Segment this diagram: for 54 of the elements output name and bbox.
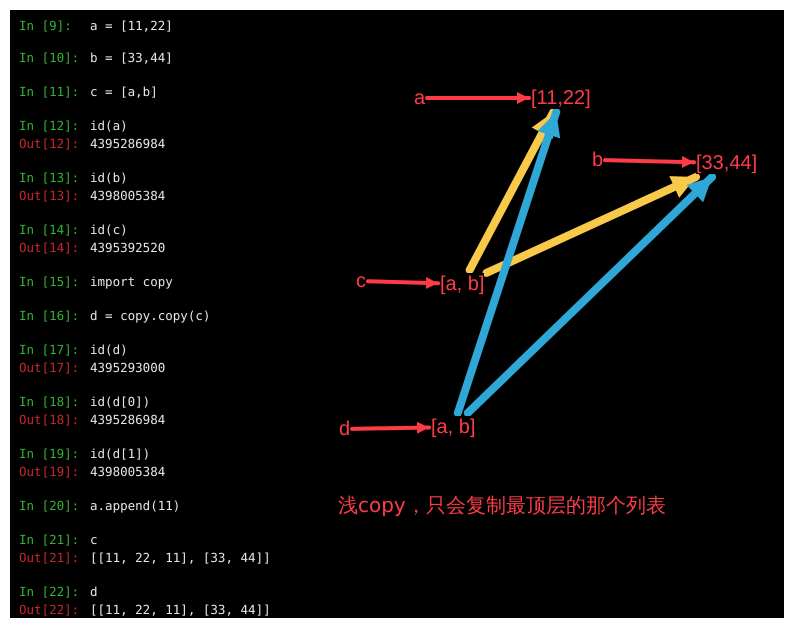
output-prompt: Out[21]:: [19, 550, 80, 565]
code-line: c = [a,b]: [90, 84, 158, 99]
input-prompt: In [19]:: [19, 446, 80, 461]
input-prompt: In [15]:: [19, 274, 80, 289]
code-line: id(b): [90, 170, 128, 185]
output-value: 4395286984: [90, 412, 166, 427]
arrow: [603, 156, 696, 168]
input-prompt: In [12]:: [19, 118, 80, 133]
code-line: d = copy.copy(c): [90, 308, 210, 323]
output-value: 4395392520: [90, 240, 166, 255]
input-prompt: In [18]:: [19, 394, 80, 409]
code-line: a = [11,22]: [90, 18, 173, 33]
list-value: [a, b]: [440, 272, 484, 296]
arrow: [464, 173, 716, 417]
output-prompt: Out[19]:: [19, 464, 80, 479]
input-prompt: In [20]:: [19, 498, 80, 513]
input-prompt: In [17]:: [19, 342, 80, 357]
output-value: [[11, 22, 11], [33, 44]]: [90, 602, 271, 617]
code-line: id(d[0]): [90, 394, 150, 409]
output-prompt: Out[14]:: [19, 240, 80, 255]
output-value: 4395286984: [90, 136, 166, 151]
input-prompt: In [13]:: [19, 170, 80, 185]
caption: 浅copy，只会复制最顶层的那个列表: [338, 492, 666, 519]
output-prompt: Out[12]:: [19, 136, 80, 151]
code-line: b = [33,44]: [90, 50, 173, 65]
output-value: 4398005384: [90, 464, 166, 479]
output-prompt: Out[17]:: [19, 360, 80, 375]
code-line: id(d[1]): [90, 446, 150, 461]
arrow: [350, 422, 431, 434]
input-prompt: In [10]:: [19, 50, 80, 65]
code-line: c: [90, 532, 98, 547]
output-prompt: Out[13]:: [19, 188, 80, 203]
input-prompt: In [9]:: [19, 18, 72, 33]
code-line: id(d): [90, 342, 128, 357]
code-line: d: [90, 584, 98, 599]
code-line: id(a): [90, 118, 128, 133]
input-prompt: In [21]:: [19, 532, 80, 547]
list-value: [a, b]: [431, 415, 476, 439]
arrow: [482, 173, 700, 277]
arrow: [366, 276, 440, 289]
output-value: 4395293000: [90, 360, 166, 375]
output-prompt: Out[18]:: [19, 412, 80, 427]
input-prompt: In [14]:: [19, 222, 80, 237]
code-line: import copy: [90, 274, 173, 289]
output-value: 4398005384: [90, 188, 166, 203]
output-value: [[11, 22, 11], [33, 44]]: [90, 550, 271, 565]
input-prompt: In [11]:: [19, 84, 80, 99]
output-prompt: Out[22]:: [19, 602, 80, 617]
input-prompt: In [22]:: [19, 584, 80, 599]
arrow: [454, 108, 560, 417]
code-line: id(c): [90, 222, 128, 237]
arrow: [425, 92, 531, 104]
code-line: a.append(11): [90, 498, 180, 513]
input-prompt: In [16]:: [19, 308, 80, 323]
